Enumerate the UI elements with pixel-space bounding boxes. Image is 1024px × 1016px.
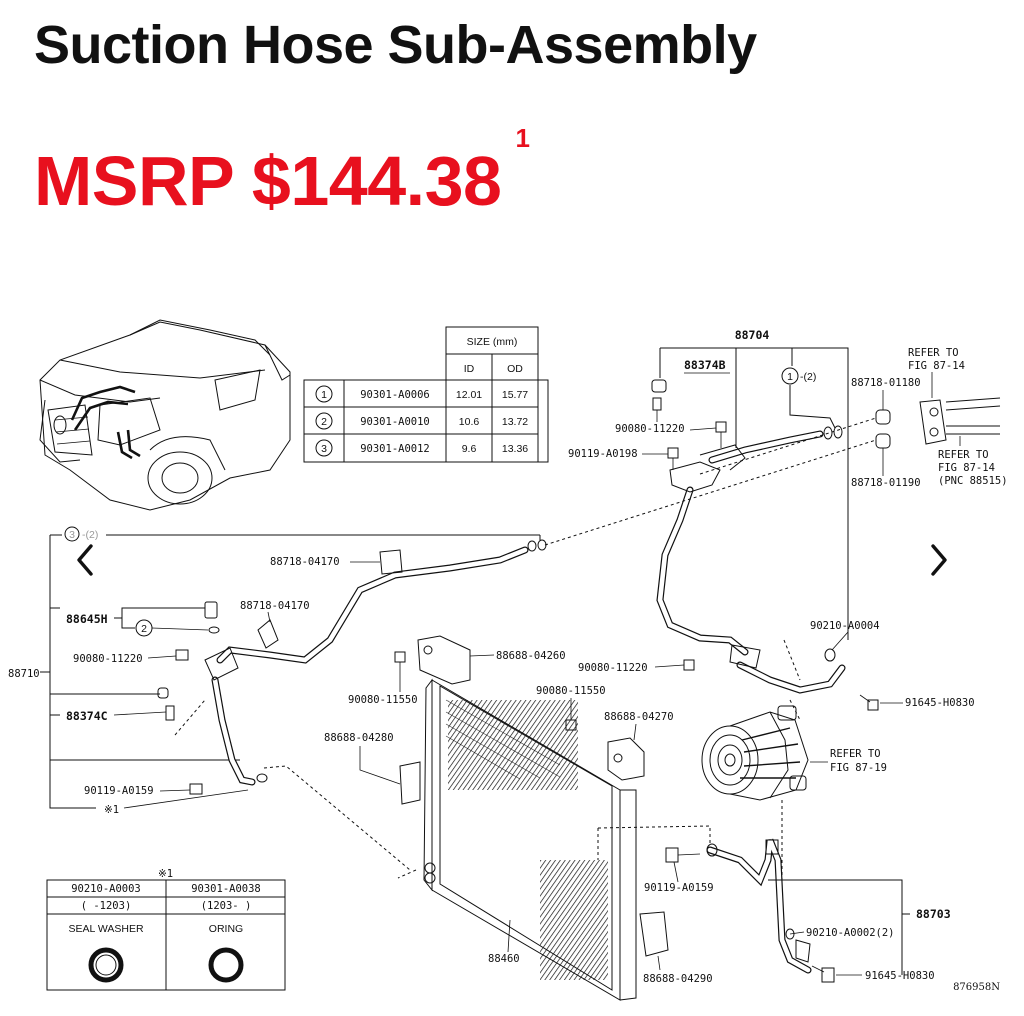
condenser-88460: 88460 [397,678,637,1001]
size-row-2-num: 2 [321,416,327,428]
hose-88704-group: 88704 88374B 1 -(2) 90080-11220 90119-A0… [568,328,975,711]
label-90080-11550-a: 90080-11550 [348,694,418,706]
washer-col2-part: 90301-A0038 [191,883,261,895]
diagram-id: 876958N [953,982,1000,993]
size-row-3-part: 90301-A0012 [360,443,430,455]
size-table-col-id: ID [464,363,475,375]
size-table-col-od: OD [507,363,523,375]
msrp-price: MSRP $144.381 [34,125,530,216]
compressor: REFER TO FIG 87-19 [701,639,887,900]
label-88688-04260: 88688-04260 [496,650,566,662]
hose-88710-group: 3 -(2) 88710 88645H 2 90080-11220 88374C… [8,526,547,871]
size-row-2-od: 13.72 [502,416,528,428]
washer-table-note: ※1 [158,868,173,880]
size-row-3-num: 3 [321,443,327,455]
truck-illustration [39,319,291,511]
washer-col1-part: 90210-A0003 [71,883,141,895]
chevron-right-icon [931,544,947,576]
size-row-1-id: 12.01 [456,389,482,401]
size-row-3-id: 9.6 [462,443,477,455]
label-88718-04170-b: 88718-04170 [240,600,310,612]
washer-col2-name: ORING [209,923,243,935]
label-88703: 88703 [916,907,951,921]
size-row-2-part: 90301-A0010 [360,416,430,428]
price-value: MSRP $144.38 [34,142,502,220]
label-refer2-c: (PNC 88515) [938,475,1008,487]
label-88688-04280: 88688-04280 [324,732,394,744]
label-90080-11550-b: 90080-11550 [536,685,606,697]
label-circle-3-qty: -(2) [82,529,98,541]
label-88374C: 88374C [66,709,108,723]
label-88645H: 88645H [66,612,108,626]
label-88688-04290: 88688-04290 [643,973,713,985]
label-circle-2: 2 [141,623,147,635]
label-refer2-b: FIG 87-14 [938,462,995,474]
seal-washer-icon [88,947,124,983]
label-90119-A0198: 90119-A0198 [568,448,638,460]
label-88688-04270: 88688-04270 [604,711,674,723]
chevron-left-icon [77,544,93,576]
size-row-2-id: 10.6 [459,416,480,428]
label-refer3-a: REFER TO [830,748,881,760]
label-circle-3: 3 [69,529,75,541]
carousel-next-button[interactable] [924,540,954,580]
label-91645-H0830-a: 91645-H0830 [905,697,975,709]
label-90210-A0004: 90210-A0004 [810,620,880,632]
label-refer3-b: FIG 87-19 [830,762,887,774]
condenser-brackets: 88688-04260 90080-11550 90080-11550 8868… [324,635,713,985]
refer-fig-87-14-group: REFER TO FIG 87-14 88718-01180 88718-011… [544,347,1008,546]
washer-col1-name: SEAL WASHER [68,923,143,935]
hose-88703-group: 90119-A0159 88703 90210-A0002(2) 91645-H… [644,838,951,983]
label-90080-11220-mid: 90080-11220 [578,662,648,674]
size-row-1-part: 90301-A0006 [360,389,430,401]
label-refer1-b: FIG 87-14 [908,360,965,372]
label-88704: 88704 [735,328,770,342]
price-footnote: 1 [515,122,530,153]
carousel-prev-button[interactable] [70,540,100,580]
size-table: SIZE (mm) ID OD 1 90301-A0006 12.01 15.7… [303,326,549,463]
label-refer2-a: REFER TO [938,449,989,461]
label-91645-H0830-b: 91645-H0830 [865,970,935,982]
size-row-1-od: 15.77 [502,389,528,401]
label-circle-1-qty: -(2) [800,371,816,383]
label-90080-11220-top: 90080-11220 [615,423,685,435]
washer-col1-range: ( -1203) [81,900,132,912]
label-88460: 88460 [488,953,520,965]
size-row-1-num: 1 [321,389,327,401]
label-88374B: 88374B [684,358,726,372]
label-90119-A0159-left: 90119-A0159 [84,785,154,797]
oring-icon [208,947,244,983]
label-88718-04170-a: 88718-04170 [270,556,340,568]
washer-col2-range: (1203- ) [201,900,252,912]
label-circle-1: 1 [787,371,793,383]
page-title: Suction Hose Sub-Assembly [34,15,757,75]
label-90210-A0002: 90210-A0002(2) [806,927,895,939]
washer-table: ※1 90210-A0003 90301-A0038 ( -1203) (120… [46,868,286,991]
label-88710: 88710 [8,668,40,680]
label-refer1-a: REFER TO [908,347,959,359]
label-88718-01180: 88718-01180 [851,377,921,389]
size-table-header: SIZE (mm) [467,336,518,348]
label-note-1: ※1 [104,804,119,816]
label-90119-A0159-mid: 90119-A0159 [644,882,714,894]
size-row-3-od: 13.36 [502,443,528,455]
label-88718-01190: 88718-01190 [851,477,921,489]
label-90080-11220-left: 90080-11220 [73,653,143,665]
